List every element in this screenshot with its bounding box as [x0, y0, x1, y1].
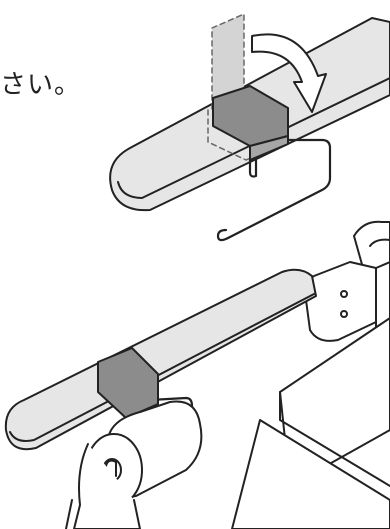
bottom-step-figure: [6, 222, 390, 529]
paper-sheet-edge: [66, 500, 72, 529]
bracket-screw-2: [341, 311, 347, 317]
bracket-plate: [304, 262, 376, 341]
top-step-figure: [110, 14, 390, 240]
bracket-screw-1: [341, 291, 347, 297]
top-holder-hook: [250, 160, 256, 177]
